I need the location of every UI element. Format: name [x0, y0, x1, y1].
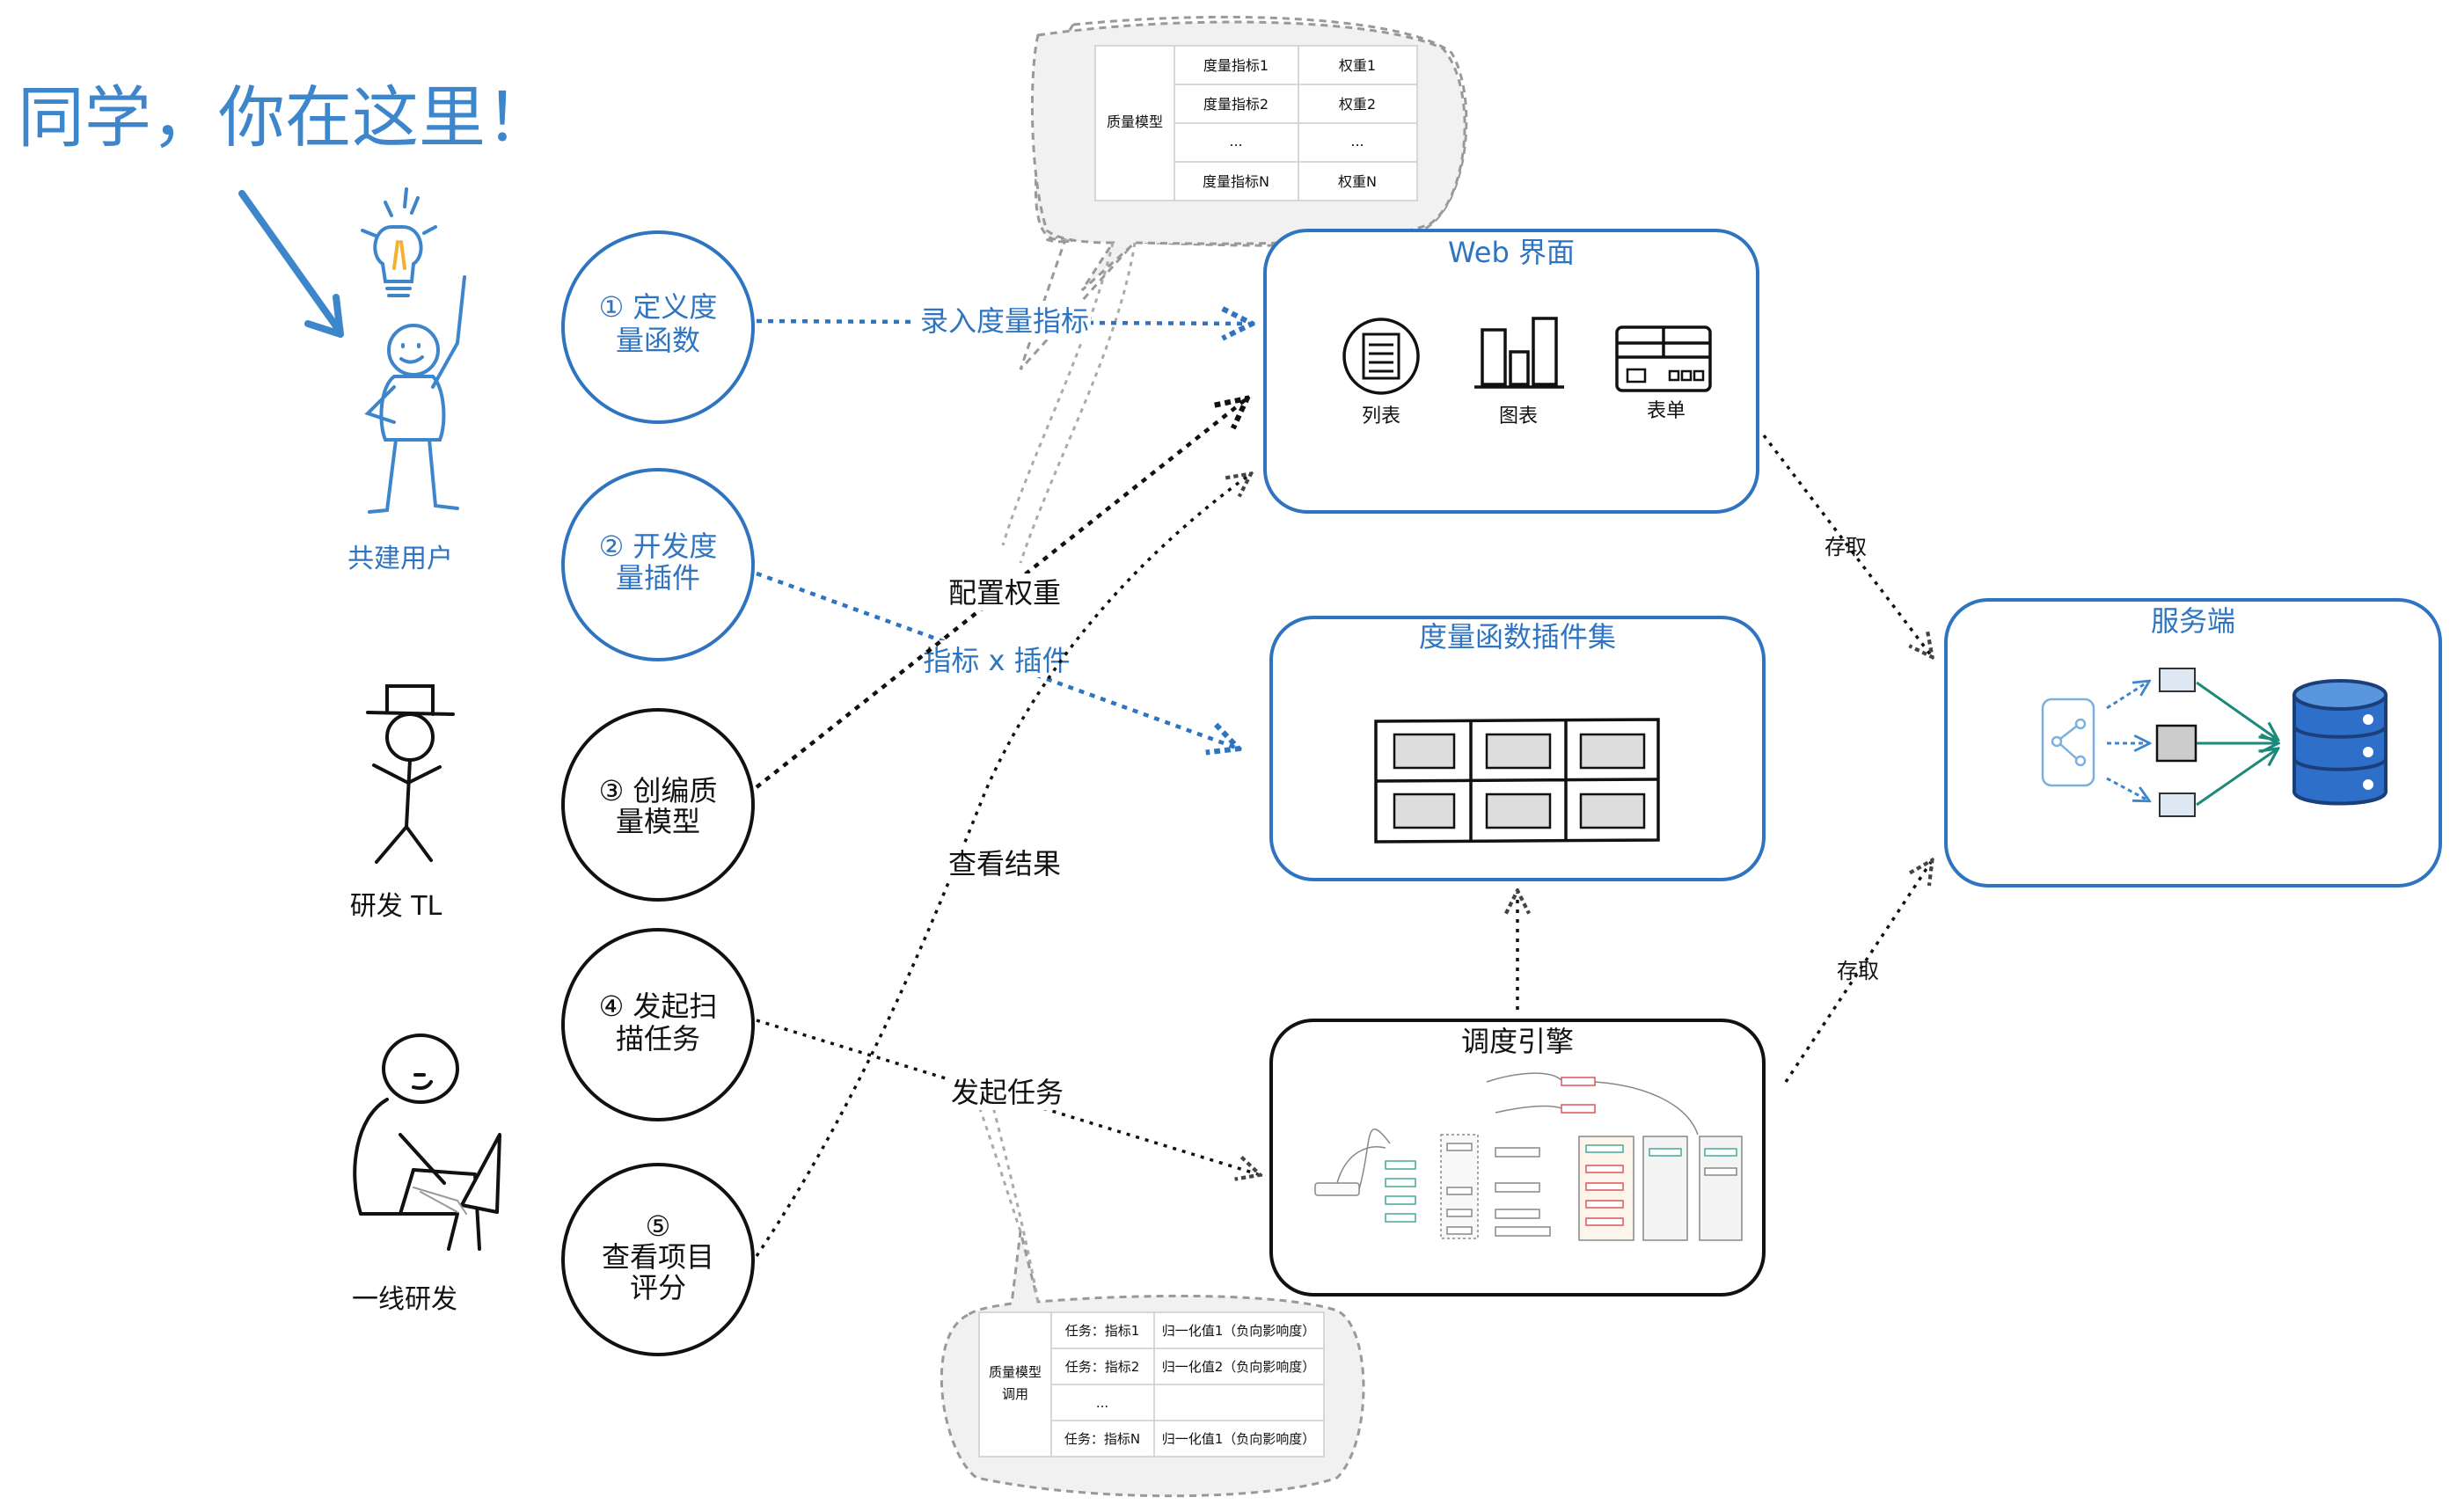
edge-view-result: 查看结果	[755, 475, 1249, 1257]
table-cell: 权重1	[1339, 57, 1376, 74]
edge-start-task: 发起任务	[756, 1019, 1258, 1174]
step-label: ③ 创编质	[599, 774, 718, 807]
table-row-header: 质量模型	[1107, 113, 1163, 130]
box-title: Web 界面	[1448, 236, 1575, 269]
box-title: 度量函数插件集	[1419, 620, 1616, 654]
step-label: ① 定义度	[599, 290, 718, 324]
edge-label: 存取	[1837, 959, 1879, 983]
table-cell: 度量指标1	[1203, 57, 1269, 74]
edge-store-scheduler: 存取	[1784, 862, 1931, 1083]
edge-label: 查看结果	[948, 847, 1061, 880]
edge-metric-x-plugin: 指标 x 插件	[756, 571, 1236, 748]
server-merge-arrows	[2196, 681, 2277, 807]
table-cell: 归一化值1（负向影响度）	[1162, 1431, 1316, 1447]
node-box-icon	[2159, 668, 2196, 692]
table-cell: 任务：指标2	[1065, 1359, 1140, 1375]
table-cell: 度量指标2	[1203, 96, 1269, 113]
step-define-metric: ① 定义度 量函数	[561, 230, 755, 424]
hat-stick-figure-icon	[366, 684, 455, 864]
table-cell: ...	[1096, 1395, 1108, 1411]
table-cell: 任务：指标1	[1065, 1323, 1140, 1339]
step-label: 描任务	[616, 1022, 700, 1055]
edge-label: 录入度量指标	[920, 304, 1089, 338]
step-create-quality-model: ③ 创编质 量模型	[561, 708, 755, 902]
edge-record-metric: 录入度量指标	[756, 301, 1249, 340]
step-label: 量函数	[616, 324, 700, 357]
scheduler-box: 调度引擎	[1269, 1019, 1766, 1297]
node-box-icon	[2155, 724, 2197, 763]
edge-config-weight: 配置权重	[755, 400, 1245, 789]
annotation-text: 同学，你在这里！	[18, 78, 552, 157]
form-icon	[1615, 325, 1712, 392]
step-label: ⑤	[646, 1209, 671, 1243]
invoke-callout: 质量模型 调用 任务：指标1 归一化值1（负向影响度） 任务：指标2 归一化值2…	[940, 1099, 1365, 1498]
quality-model-callout: 质量模型 度量指标1 权重1 度量指标2 权重2 ... ... 度量指标N 权…	[1001, 15, 1468, 564]
box-title: 服务端	[2151, 604, 2235, 638]
laptop-stick-figure-icon	[353, 1034, 501, 1251]
share-node-icon	[2041, 698, 2095, 787]
plugin-set-box: 度量函数插件集	[1269, 616, 1766, 881]
edge-store-web: 存取	[1762, 434, 1931, 655]
step-start-scan-task: ④ 发起扫 描任务	[561, 928, 755, 1121]
actor-label: 一线研发	[352, 1284, 457, 1315]
actor-developer: 一线研发	[352, 1034, 501, 1315]
edge-label: 存取	[1824, 535, 1867, 559]
workflow-thumbnail-icon	[1314, 1072, 1743, 1241]
plugin-grid-icon	[1374, 718, 1660, 844]
edge-label: 配置权重	[948, 576, 1061, 610]
database-icon	[2292, 679, 2388, 806]
step-view-project-score: ⑤ 查看项目 评分	[561, 1163, 755, 1356]
step-label: 量插件	[616, 561, 700, 595]
actor-co-builder: 共建用户	[347, 187, 466, 574]
box-title: 调度引擎	[1461, 1025, 1574, 1058]
table-cell: ...	[1350, 133, 1364, 150]
edge-label: 发起任务	[951, 1076, 1064, 1109]
table-cell: ...	[1229, 133, 1242, 150]
step-develop-plugin: ② 开发度 量插件	[561, 468, 755, 661]
node-box-icon	[2159, 793, 2196, 817]
table-cell: 归一化值1（负向影响度）	[1162, 1323, 1316, 1339]
step-label: 量模型	[616, 805, 700, 838]
server-box: 服务端	[1944, 598, 2442, 887]
web-ui-item-label: 图表	[1499, 405, 1538, 427]
pointer-arrow-icon	[238, 190, 344, 338]
table-cell: 权重N	[1338, 173, 1377, 190]
table-cell: 任务：指标N	[1064, 1431, 1140, 1447]
step-label: 评分	[630, 1271, 686, 1304]
web-ui-item-label: 列表	[1362, 405, 1400, 427]
actor-label: 共建用户	[347, 544, 453, 574]
web-ui-item-label: 表单	[1647, 400, 1686, 422]
list-icon	[1342, 318, 1420, 395]
table-cell: 度量指标N	[1203, 173, 1269, 190]
table-row-header: 调用	[1002, 1386, 1028, 1402]
step-label: ④ 发起扫	[599, 990, 718, 1023]
edge-label: 指标 x 插件	[923, 644, 1070, 677]
server-flow-arrows	[2106, 682, 2148, 800]
table-cell: 权重2	[1339, 96, 1376, 113]
step-label: ② 开发度	[599, 530, 718, 563]
web-ui-box: Web 界面 列表 图表 表单	[1263, 229, 1759, 514]
table-cell: 归一化值2（负向影响度）	[1162, 1359, 1316, 1375]
lightbulb-stick-figure-icon	[361, 187, 466, 514]
table-row-header: 质量模型	[989, 1364, 1042, 1380]
step-label: 查看项目	[602, 1240, 714, 1274]
actor-tech-lead: 研发 TL	[350, 684, 455, 922]
bar-chart-icon	[1474, 317, 1564, 389]
actor-label: 研发 TL	[350, 891, 442, 922]
